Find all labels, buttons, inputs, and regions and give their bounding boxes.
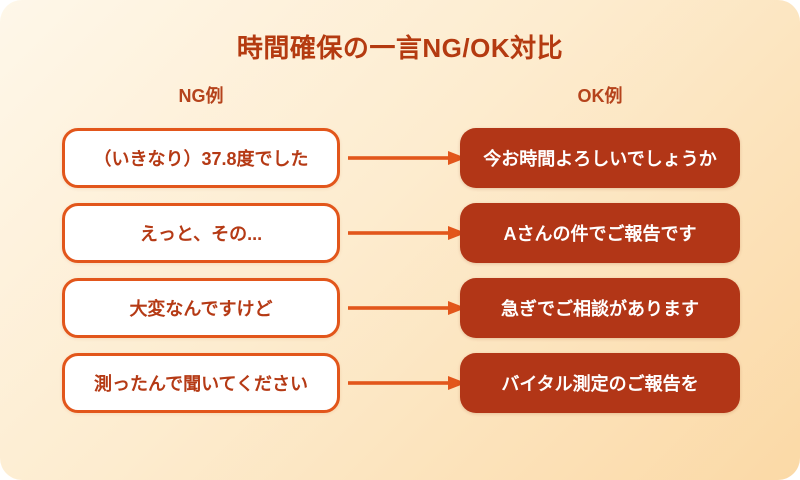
ng-example-box: えっと、その... — [62, 203, 340, 263]
page-title: 時間確保の一言NG/OK対比 — [236, 33, 564, 63]
ok-example-box: Aさんの件でご報告です — [460, 203, 740, 263]
ng-example-box: 大変なんですけど — [62, 278, 340, 338]
comparison-row: えっと、その... Aさんの件でご報告です — [0, 203, 800, 263]
comparison-row: （いきなり）37.8度でした 今お時間よろしいでしょうか — [0, 128, 800, 188]
comparison-row: 測ったんで聞いてください バイタル測定のご報告を — [0, 353, 800, 413]
ok-example-box: 今お時間よろしいでしょうか — [460, 128, 740, 188]
right-arrow-icon — [348, 151, 466, 165]
right-arrow-icon — [348, 301, 466, 315]
ok-example-box: 急ぎでご相談があります — [460, 278, 740, 338]
column-header-ok: OK例 — [577, 86, 623, 106]
comparison-row: 大変なんですけど 急ぎでご相談があります — [0, 278, 800, 338]
right-arrow-icon — [348, 376, 466, 390]
right-arrow-icon — [348, 226, 466, 240]
column-header-ng: NG例 — [178, 86, 224, 106]
ok-example-box: バイタル測定のご報告を — [460, 353, 740, 413]
comparison-rows: （いきなり）37.8度でした 今お時間よろしいでしょうか えっと、その... A… — [0, 128, 800, 413]
ng-example-box: （いきなり）37.8度でした — [62, 128, 340, 188]
ng-example-box: 測ったんで聞いてください — [62, 353, 340, 413]
